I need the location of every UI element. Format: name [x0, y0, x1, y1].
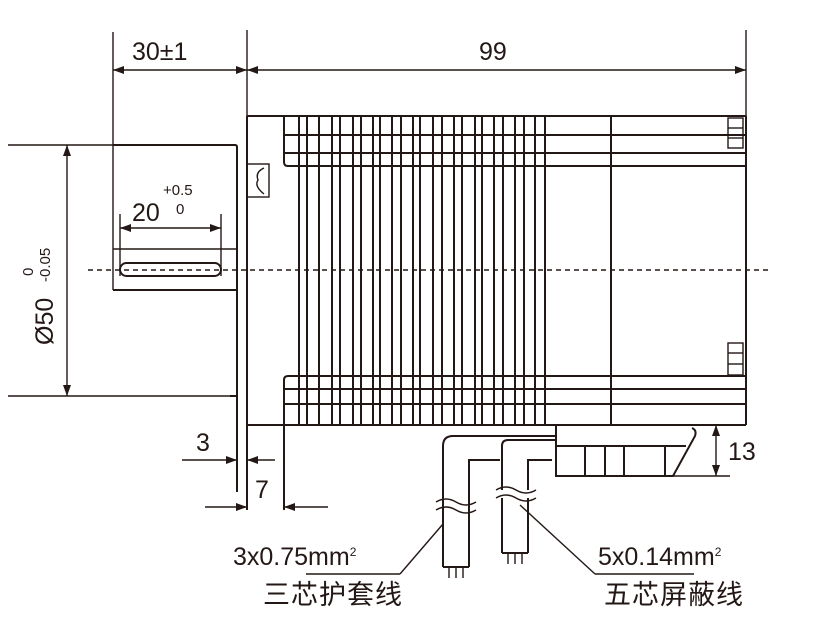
cable-2-spec-text: 5x0.14mm: [598, 543, 715, 571]
top-dimensions: [112, 30, 747, 290]
pilot-diameter-label: Ø50: [31, 297, 59, 345]
cable-3-core: [435, 435, 556, 578]
rear-screw-top: [727, 117, 744, 149]
cable-2-spec: 5x0.14mm2: [598, 545, 721, 570]
key-length-label: 20: [132, 199, 160, 227]
front-cap-offset-label: 7: [255, 476, 269, 504]
cable-2-description: 五芯屏蔽线: [604, 580, 744, 610]
cable-leaders: [306, 504, 694, 575]
pilot-diameter-tol-upper: 0: [20, 267, 37, 276]
rear-screw-bottom: [727, 342, 744, 376]
cable-5-core: [495, 439, 556, 564]
front-cap-notch: [246, 163, 270, 198]
cable-1-description: 三芯护套线: [263, 580, 403, 610]
cable-1-spec-sup: 2: [349, 545, 357, 559]
motor-body: [246, 115, 747, 510]
body-length-label: 99: [479, 38, 507, 66]
cable-1-spec: 3x0.75mm2: [233, 545, 356, 570]
key-length-tol-upper: +0.5: [163, 182, 193, 199]
cooling-fins: [298, 116, 536, 425]
shaft: [113, 214, 237, 291]
shaft-length-label: 30±1: [132, 38, 188, 66]
cable-2-spec-sup: 2: [714, 545, 722, 559]
flange-thickness-label: 3: [196, 429, 210, 457]
connector-height-label: 13: [728, 438, 756, 466]
flange-dimensions: [182, 396, 328, 511]
pilot-diameter-tol-lower: -0.05: [37, 247, 54, 282]
cable-connector: [555, 425, 730, 477]
cable-1-spec-text: 3x0.75mm: [233, 543, 350, 571]
key-length-tol-lower: 0: [176, 201, 185, 218]
